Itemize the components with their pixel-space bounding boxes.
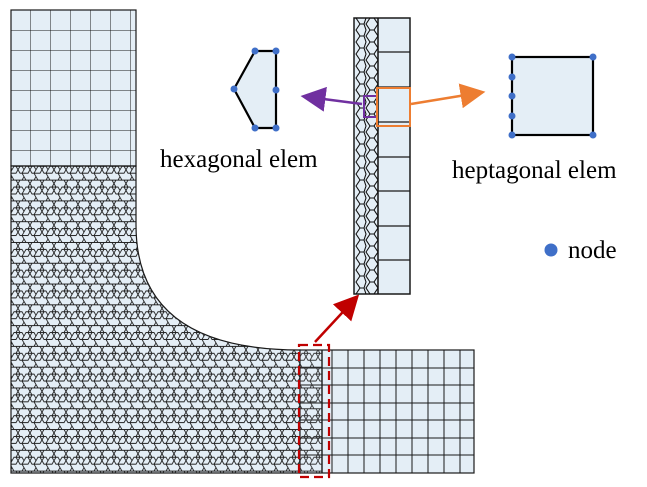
blue-dot-icon bbox=[544, 243, 558, 257]
hexagonal-element bbox=[230, 47, 280, 132]
zoom-arrow bbox=[314, 294, 360, 343]
heptagonal-element bbox=[508, 53, 597, 139]
zoom-selection-box bbox=[297, 343, 331, 479]
hexagonal-label: hexagonal elem bbox=[160, 146, 318, 173]
node-markers-hept bbox=[508, 53, 597, 139]
heptagonal-highlight bbox=[376, 87, 411, 127]
hexagonal-arrow bbox=[300, 86, 363, 112]
zoomed-interface-strip bbox=[353, 17, 411, 295]
heptagonal-arrow bbox=[410, 83, 486, 109]
node-markers-hex bbox=[230, 47, 280, 132]
right-structured-mesh bbox=[299, 349, 475, 474]
legend: node bbox=[544, 237, 617, 264]
node-legend-label: node bbox=[568, 237, 617, 264]
polygonal-mesh-region bbox=[10, 165, 301, 474]
heptagonal-label: heptagonal elem bbox=[452, 157, 617, 184]
top-structured-mesh bbox=[10, 9, 137, 167]
